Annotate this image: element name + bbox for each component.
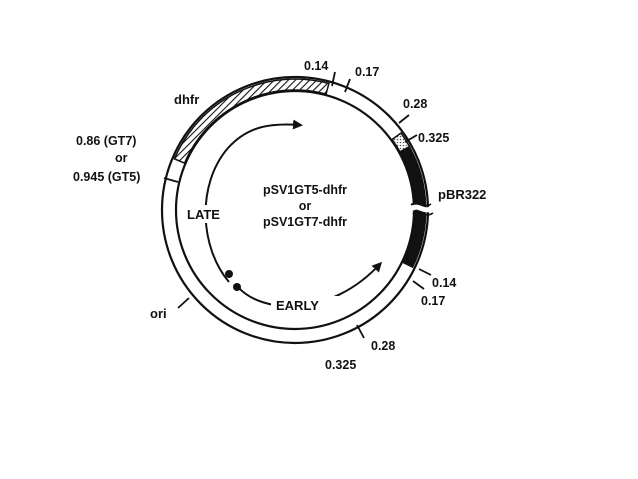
marker-top-014: 0.14	[304, 59, 328, 73]
marker-r-028: 0.28	[403, 97, 427, 111]
marker-r-0325: 0.325	[418, 131, 449, 145]
boundary-ticks	[163, 71, 432, 339]
plasmid-name-line1: pSV1GT5-dhfr	[263, 183, 347, 197]
late-start-dot	[225, 270, 233, 278]
pbr322-segment	[399, 145, 427, 269]
marker-left-gt5: 0.945 (GT5)	[73, 170, 140, 184]
plasmid-name-line2: pSV1GT7-dhfr	[263, 215, 347, 229]
tick-r-0325	[404, 134, 418, 143]
marker-br-014: 0.14	[432, 276, 456, 290]
marker-b-0325: 0.325	[325, 358, 356, 372]
marker-b-028: 0.28	[371, 339, 395, 353]
dhfr-segment	[173, 78, 330, 165]
tick-r-028	[398, 114, 410, 124]
plasmid-name-or: or	[299, 199, 312, 213]
marker-br-017: 0.17	[421, 294, 445, 308]
ori-label: ori	[150, 306, 167, 321]
tick-left	[163, 177, 179, 183]
marker-top-017: 0.17	[355, 65, 379, 79]
tick-ori	[177, 297, 190, 309]
tick-top-017	[344, 78, 351, 93]
pbr322-label: pBR322	[438, 187, 486, 202]
late-arrow	[204, 119, 303, 283]
tick-br-017	[412, 280, 425, 290]
marker-left-gt7: 0.86 (GT7)	[76, 134, 136, 148]
tick-b-028	[356, 324, 365, 339]
early-label: EARLY	[276, 298, 319, 313]
late-label: LATE	[187, 207, 220, 222]
tick-br-014	[418, 268, 432, 276]
early-start-dot	[233, 283, 241, 291]
marker-left-or: or	[115, 151, 128, 165]
dhfr-label: dhfr	[174, 92, 199, 107]
pbr322-break-icon	[410, 202, 434, 216]
tick-top-014	[331, 71, 336, 87]
